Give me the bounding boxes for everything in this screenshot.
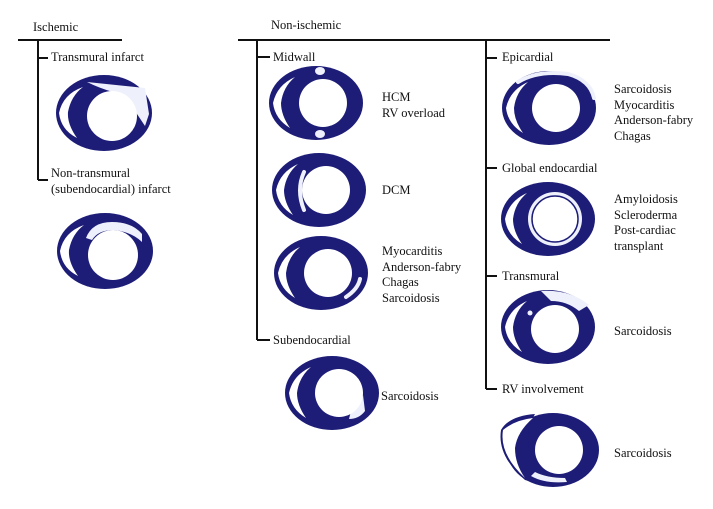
ischemic-heading: Ischemic [33, 20, 79, 34]
epicardial-label: Epicardial [502, 50, 554, 64]
midwall-conditions-2: DCM [382, 183, 411, 197]
global-endocardial-conditions: Amyloidosis Scleroderma Post-cardiac tra… [614, 192, 678, 253]
non-ischemic-heading: Non-ischemic [271, 18, 342, 32]
midwall-conditions-3: Myocarditis Anderson-fabry Chagas Sarcoi… [382, 244, 462, 305]
heart-diagram-rv-involvement [500, 413, 599, 487]
heart-diagram-midwall-septal [272, 153, 366, 227]
rv-involvement-label: RV involvement [502, 382, 584, 396]
midwall-label: Midwall [273, 50, 316, 64]
heart-diagram-epicardial [502, 71, 596, 145]
subendocardial-conditions: Sarcoidosis [381, 389, 439, 403]
global-endocardial-label: Global endocardial [502, 161, 598, 175]
rv-involvement-conditions: Sarcoidosis [614, 446, 672, 460]
heart-diagram-subendocardial-infarct [57, 213, 153, 289]
transmural-conditions: Sarcoidosis [614, 324, 672, 338]
heart-diagram-midwall-lateral [274, 236, 368, 310]
transmural-label: Transmural [502, 269, 560, 283]
heart-diagram-transmural-infarct [56, 75, 152, 151]
epicardial-conditions: Sarcoidosis Myocarditis Anderson-fabry C… [614, 82, 694, 143]
heart-diagram-transmural-sarcoidosis [501, 290, 595, 364]
heart-diagram-global-endocardial [501, 182, 595, 256]
non-transmural-infarct-label: Non-transmural (subendocardial) infarct [51, 166, 171, 196]
subendocardial-label: Subendocardial [273, 333, 351, 347]
midwall-conditions-1: HCM RV overload [382, 90, 445, 120]
heart-diagram-midwall-insertion-points [269, 66, 363, 140]
heart-diagram-subendocardial-sarcoidosis [285, 356, 379, 430]
transmural-infarct-label: Transmural infarct [51, 50, 144, 64]
